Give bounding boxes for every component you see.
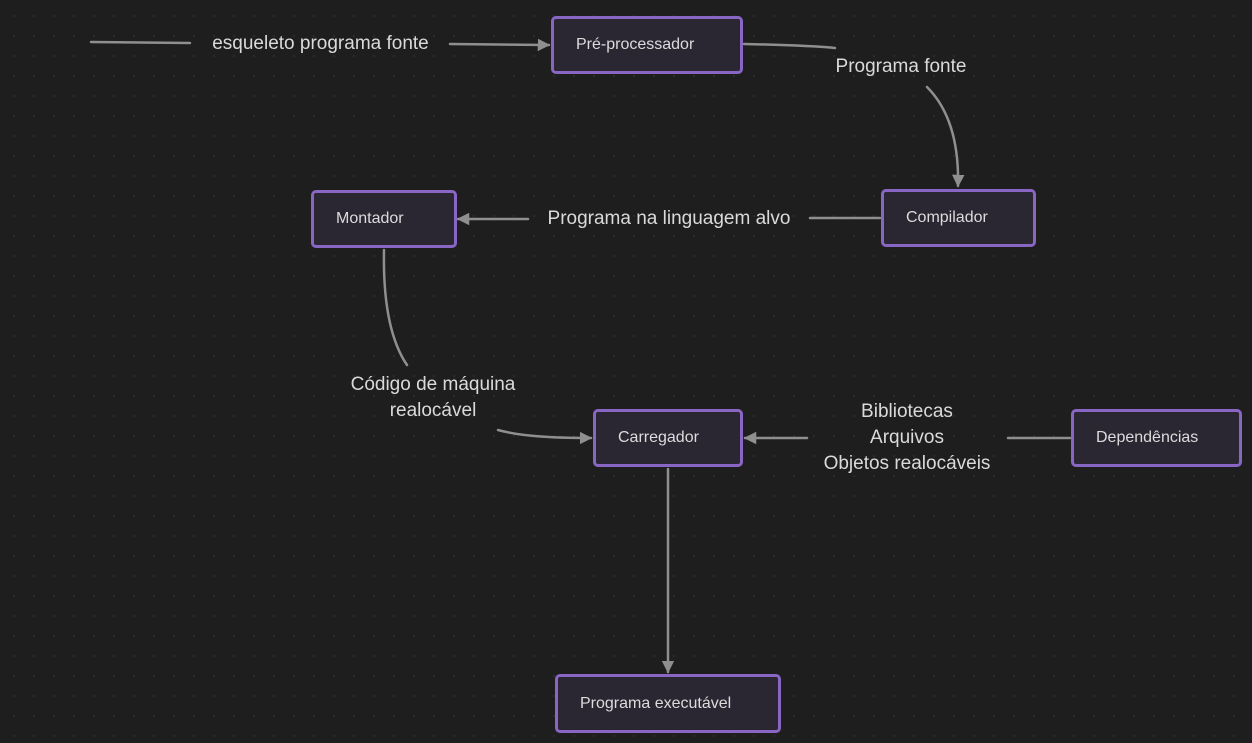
- node-carregador[interactable]: Carregador: [593, 409, 743, 467]
- node-preprocessador[interactable]: Pré-processador: [551, 16, 743, 74]
- edge-pre-to-comp-end: [925, 85, 965, 188]
- node-compilador[interactable]: Compilador: [881, 189, 1036, 247]
- node-montador-label: Montador: [336, 210, 404, 227]
- edge-label-input: esqueleto programa fonte: [212, 33, 429, 54]
- node-preprocessador-label: Pré-processador: [576, 36, 695, 53]
- node-compilador-label: Compilador: [906, 209, 988, 226]
- edge-mont-to-carr-end: [496, 428, 593, 445]
- edge-mont-to-carr-start: [382, 248, 409, 367]
- node-programa-executavel[interactable]: Programa executável: [555, 674, 781, 733]
- node-dependencias-label: Dependências: [1096, 429, 1199, 446]
- edge-label-dependencias: Bibliotecas Arquivos Objetos realocáveis: [823, 401, 991, 474]
- edge-input-arrow: [448, 38, 551, 52]
- edge-label-codigo-maquina: Código de máquina realocável: [350, 374, 516, 421]
- node-carregador-label: Carregador: [618, 429, 699, 446]
- node-programa-executavel-label: Programa executável: [580, 694, 732, 712]
- edge-pre-to-comp-start: [742, 42, 837, 50]
- edge-label-programa-fonte: Programa fonte: [835, 56, 967, 77]
- node-dependencias[interactable]: Dependências: [1071, 409, 1242, 467]
- node-montador[interactable]: Montador: [311, 190, 457, 248]
- edge-input-to-preprocessador: [89, 40, 192, 45]
- edge-label-linguagem-alvo: Programa na linguagem alvo: [547, 208, 791, 229]
